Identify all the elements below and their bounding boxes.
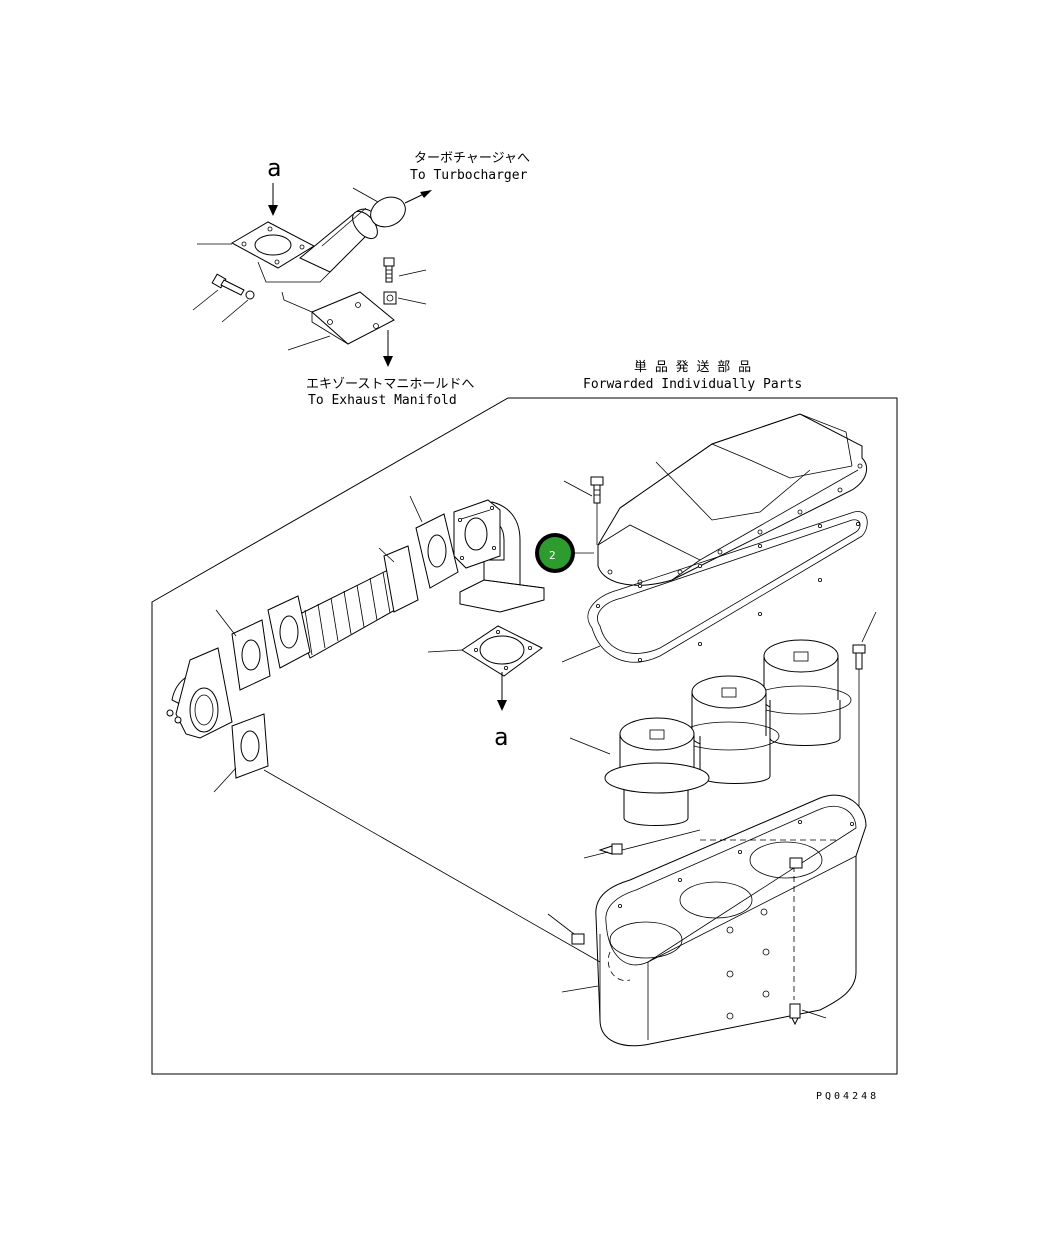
bolt-icon [590, 476, 604, 545]
bolt-icon [383, 257, 395, 283]
nut-icon [383, 291, 397, 305]
top-elbow-assembly: a [192, 151, 530, 408]
center-bottom-gasket [461, 625, 543, 677]
to-turbocharger-label-en: To Turbocharger [410, 168, 528, 183]
silencer-top-cover [597, 413, 868, 586]
left-gasket [231, 619, 271, 691]
to-turbocharger-label-jp: ターボチャージャへ [414, 151, 530, 166]
callout-badge-number: 2 [549, 549, 556, 562]
ref-letter-a-bottom: a [494, 723, 508, 751]
plug-icon [598, 843, 623, 855]
bolt-icon [211, 273, 255, 300]
callout-badge-fill [539, 537, 571, 569]
lower-left-gasket [231, 713, 269, 779]
top-cover-gasket [587, 511, 868, 663]
callout-badge-2[interactable]: 2 [535, 533, 575, 573]
drawing-code: PQ04248 [816, 1091, 879, 1102]
center-elbow [453, 499, 545, 613]
bellows-pipe [267, 545, 419, 669]
forwarded-parts-label-en: Forwarded Individually Parts [583, 377, 802, 392]
center-gasket [415, 513, 459, 589]
silencer-canisters [604, 639, 852, 826]
left-elbow [166, 647, 233, 739]
to-exhaust-manifold-label-en: To Exhaust Manifold [308, 393, 457, 408]
to-exhaust-manifold-label-jp: エキゾーストマニホールドへ [306, 377, 474, 392]
forwarded-parts-label-jp: 単 品 発 送 部 品 [634, 359, 751, 375]
silencer-lower-housing [571, 794, 867, 1047]
ref-letter-a-top: a [267, 154, 281, 182]
forwarded-parts-frame: 単 品 発 送 部 品 Forwarded Individually Parts [151, 359, 898, 1075]
